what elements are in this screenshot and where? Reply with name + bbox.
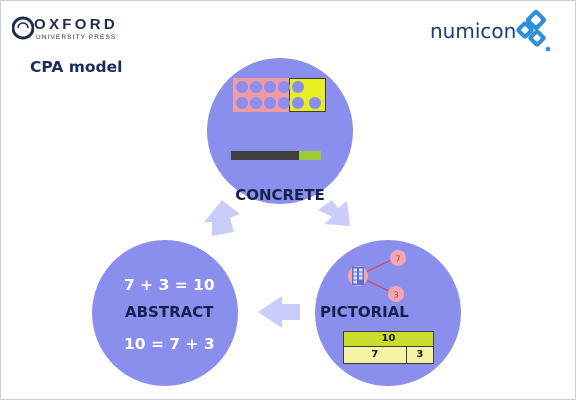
arrow-concrete-to-pictorial	[318, 200, 350, 226]
abstract-equation-2: 10 = 7 + 3	[124, 335, 215, 353]
bar-model-parts: 7 3	[343, 347, 434, 364]
numicon-logo-icon	[516, 9, 551, 52]
product-name: numicon	[430, 19, 517, 43]
abstract-label: ABSTRACT	[125, 303, 214, 321]
numicon-plates	[233, 78, 326, 112]
publisher-subtitle: UNIVERSITY PRESS	[36, 34, 117, 41]
concrete-progress-bar	[231, 151, 321, 160]
part-whole-part-b: 3	[393, 291, 398, 300]
oxford-crest-icon	[12, 16, 34, 40]
abstract-equation-1: 7 + 3 = 10	[124, 276, 215, 294]
page-title: CPA model	[30, 58, 123, 76]
arrow-abstract-to-concrete	[204, 200, 240, 236]
pictorial-label: PICTORIAL	[320, 303, 409, 321]
bar-model-whole: 10	[343, 331, 434, 347]
publisher-name: OXFORD	[34, 16, 118, 33]
arrow-pictorial-to-abstract	[258, 296, 300, 328]
part-whole-part-a: 7	[395, 255, 400, 264]
abstract-circle	[92, 240, 238, 386]
bar-model-part-b: 3	[406, 347, 434, 364]
concrete-progress-fill	[298, 151, 321, 160]
part-whole-model: 7 3	[348, 250, 406, 302]
bar-model-part-a: 7	[343, 347, 407, 364]
concrete-label: CONCRETE	[235, 186, 325, 204]
